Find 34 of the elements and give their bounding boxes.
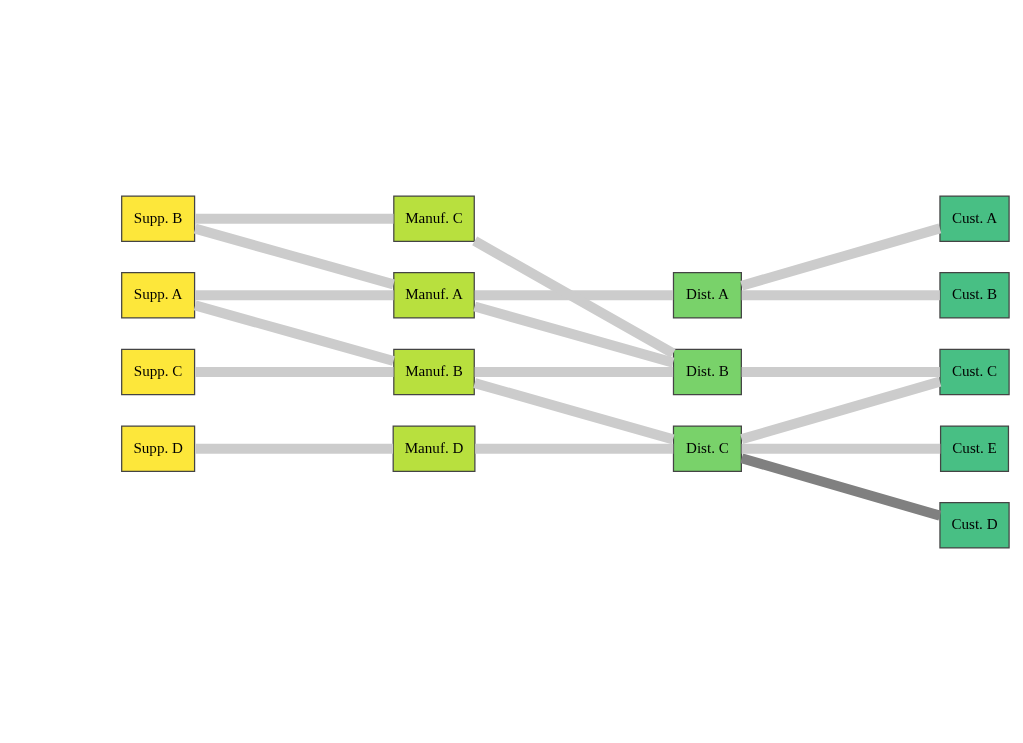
node-box: Manuf. B <box>393 348 475 395</box>
node-box: Manuf. A <box>393 271 475 319</box>
node-box: Cust. D <box>939 501 1010 549</box>
node-box: Cust. E <box>939 424 1010 472</box>
connector <box>473 377 675 444</box>
connector <box>740 376 942 444</box>
connector <box>195 213 394 224</box>
connector <box>475 443 674 454</box>
connector <box>195 366 394 377</box>
node-box: Dist. A <box>672 271 742 319</box>
connector <box>741 443 941 454</box>
node-box: Dist. C <box>672 424 742 472</box>
connector <box>741 366 940 377</box>
connector <box>474 289 674 300</box>
node-box: Supp. C <box>121 348 196 395</box>
connector <box>193 223 395 289</box>
node-box: Cust. C <box>939 348 1010 395</box>
connector <box>740 223 942 291</box>
connector <box>740 452 942 520</box>
node-box: Supp. D <box>121 424 196 472</box>
node-box: Supp. A <box>121 271 196 319</box>
node-box: Supp. B <box>121 194 196 242</box>
node-box: Manuf. C <box>393 194 475 242</box>
connector <box>195 443 394 454</box>
node-box: Dist. B <box>672 348 742 395</box>
node-box: Cust. B <box>939 271 1010 319</box>
node-box: Cust. A <box>939 194 1010 242</box>
connector <box>473 301 675 367</box>
connector <box>741 289 940 300</box>
node-box: Manuf. D <box>392 424 476 472</box>
connector <box>193 300 395 366</box>
connector <box>472 236 676 358</box>
connector <box>195 289 394 300</box>
connector <box>474 366 674 377</box>
